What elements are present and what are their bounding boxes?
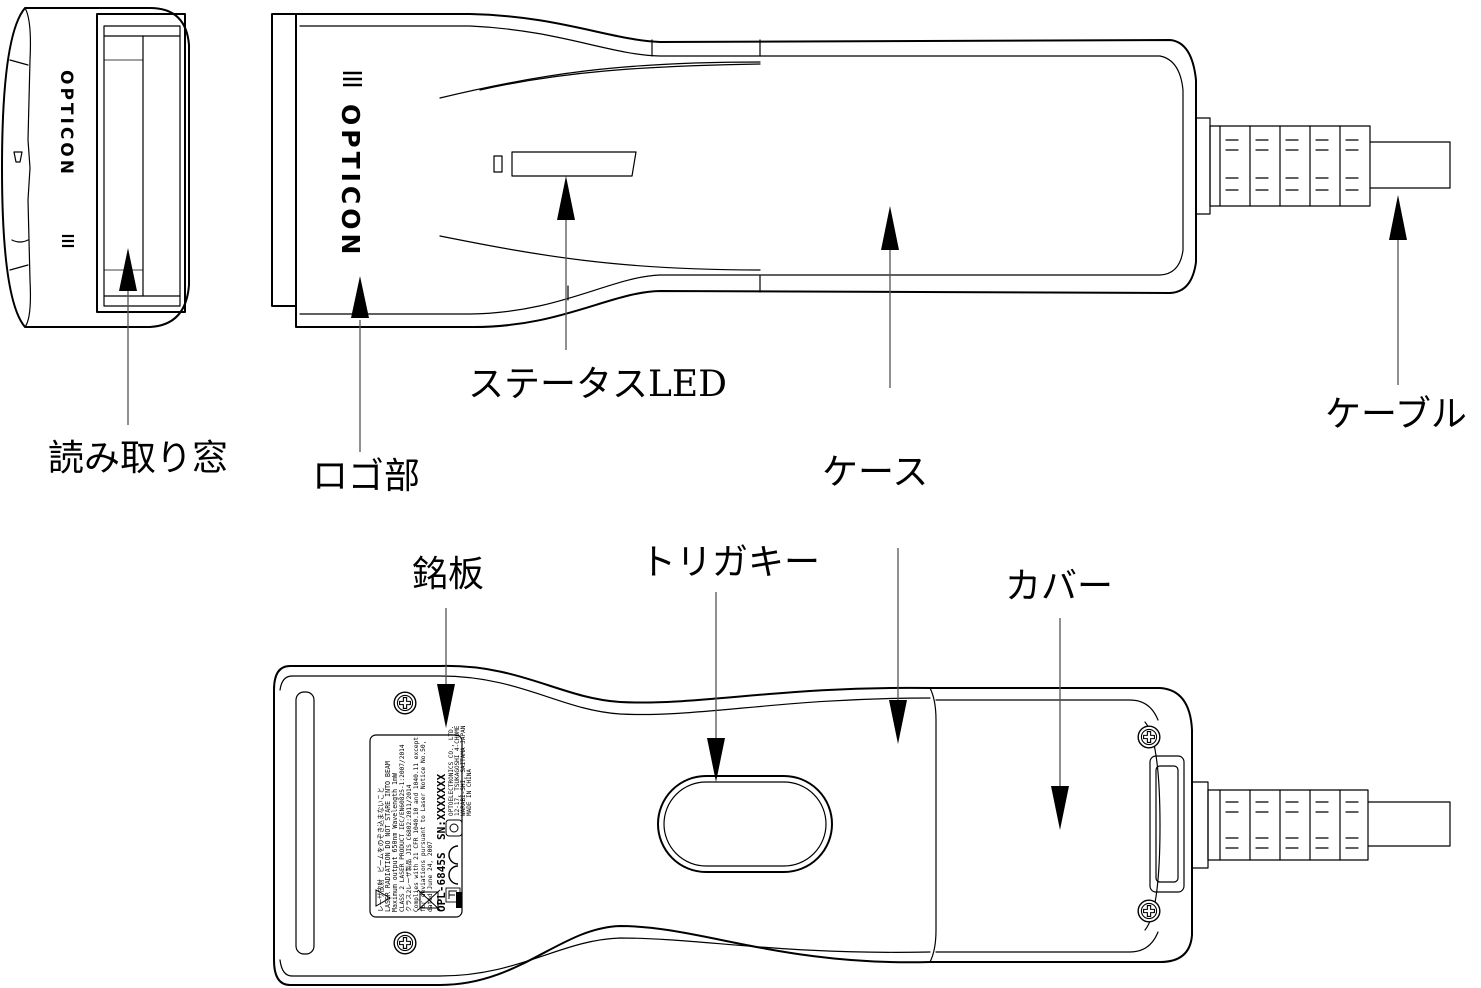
label-cable: ケーブル [1325,394,1467,435]
cable-arrow [1389,195,1407,240]
top-logo: OPTICON [336,71,365,258]
nameplate-maker3: WARABI-SHI, SAITAMA JAPAN [460,725,467,816]
bar-mark-icon [456,892,462,908]
label-reading-window: 読み取り窓 [48,438,228,479]
nameplate-serial: SN:XXXXXXX [435,773,448,840]
front-logo-text: OPTICON [56,70,76,177]
laser-warning-icon [375,889,392,907]
nameplate-line4: CLASS 2 LASER PRODUCT IEC/EN60825-1:2007… [399,744,406,912]
top-logo-text: OPTICON [336,104,365,258]
logo-area-arrow [351,276,369,318]
nameplate-line3: Maximum output 650nm Wavelength 1mW [391,773,399,912]
trigger-key-shape [657,775,833,873]
nameplate-maker4: MADE IN CHINA [466,769,473,816]
case-top-arrow [881,206,899,250]
label-case-top: ケース [822,452,928,493]
nameplate-line2: LASER RADIATION DO NOT STARE INTO BEAM [384,761,392,912]
reading-window-arrow [119,248,137,291]
status-led-arrow [557,176,575,220]
nameplate-line7: for deviations pursuant to Laser Notice … [420,741,427,912]
nameplate-line1: レーザ放射 ビームをのぞき込まないこと [376,787,385,912]
label-nameplate: 銘板 [412,554,484,595]
label-status-led: ステータスLED [468,364,727,405]
label-logo-area: ロゴ部 [312,456,420,497]
nameplate-line5: クラス2レーザ製品 JIS C6802:2011/2014 [405,784,413,912]
vcci-mark-icon [445,819,463,837]
bottom-cable [1191,781,1451,869]
case-bottom-arrow [889,700,907,744]
nameplate-line6: Complies with 21 CFR 1040.10 and 1040.11… [413,737,420,912]
screw-icon [393,691,417,715]
label-cover: カバー [1005,566,1113,607]
screw-icon [1137,725,1161,749]
nameplate-maker2: 12-17, TSUKAGOSHI 4-CHOME [454,725,461,816]
ce-mark-icon [448,845,459,885]
cover-arrow [1051,786,1069,830]
nameplate-arrow [437,684,455,728]
front-view: OPTICON [1,7,190,425]
labels: 読み取り窓 ロゴ部 ステータスLED ケース ケーブル 銘板 トリガキー カバー [48,364,1467,607]
top-cable [1195,117,1451,215]
nameplate-line8: dated June 24, 2007 [427,841,434,912]
front-logo: OPTICON [56,70,76,248]
nameplate-model: OPL-6845S [435,852,448,912]
bottom-view: レーザ放射 ビームをのぞき込まないこと LASER RADIATION DO N… [273,548,1451,986]
screw-icon [1137,899,1161,923]
fcc-mark-icon [445,887,461,903]
trigger-key-arrow [707,738,725,782]
top-view: OPTICON [271,13,1451,452]
label-trigger-key: トリガキー [640,542,820,583]
screw-icon [393,931,417,955]
weee-bin-icon [417,889,441,911]
nameplate: レーザ放射 ビームをのぞき込まないこと LASER RADIATION DO N… [369,725,473,918]
nameplate-maker1: OPTOELECTRONICS CO., LTD. [448,726,455,816]
